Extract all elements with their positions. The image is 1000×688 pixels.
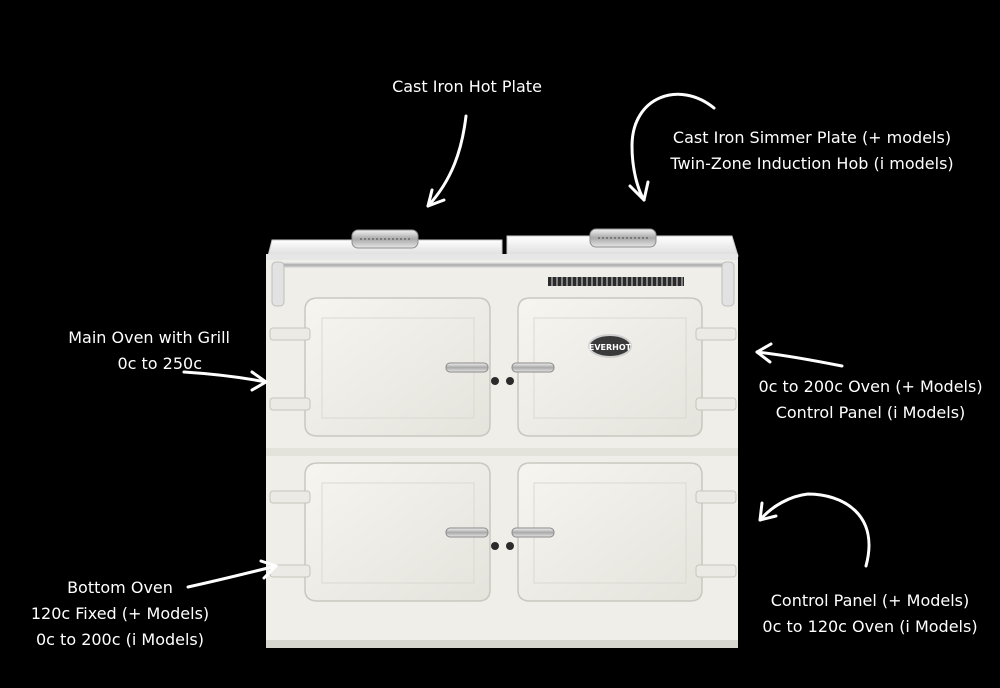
arrow-main-oven-head (250, 370, 268, 392)
oven-door-bottom-right (517, 462, 703, 602)
label-main-oven-line1: Main Oven with Grill (68, 328, 230, 347)
door-hinges (269, 327, 737, 578)
label-control-panel: Control Panel (+ Models) 0c to 120c Oven… (752, 588, 988, 640)
arrow-hot-plate-head (426, 188, 446, 208)
vent-grille (548, 277, 684, 286)
arrow-right-top-oven (755, 350, 844, 368)
label-bottom-oven-line2: 120c Fixed (+ Models) (30, 604, 210, 623)
towel-rail (271, 261, 735, 307)
annotation-arrows (182, 92, 871, 589)
label-main-oven: Main Oven with Grill 0c to 250c (30, 325, 230, 377)
simmerplate-lid-handle (589, 228, 657, 248)
label-right-top-oven-line1: 0c to 200c Oven (+ Models) (758, 377, 983, 396)
arrow-control-panel (758, 492, 871, 568)
oven-door-top-left (304, 297, 491, 437)
label-bottom-oven-line3: 0c to 200c (i Models) (35, 630, 205, 649)
arrow-simmer-plate-head (628, 180, 650, 202)
label-hot-plate: Cast Iron Hot Plate (372, 74, 562, 100)
door-handles (445, 362, 555, 538)
label-simmer-plate: Cast Iron Simmer Plate (+ models) Twin-Z… (652, 125, 972, 177)
door-knobs (491, 377, 514, 550)
arrow-bottom-oven (186, 564, 278, 589)
oven-door-bottom-left (304, 462, 491, 602)
arrow-hot-plate (426, 114, 468, 208)
label-bottom-oven-line1: Bottom Oven (67, 578, 173, 597)
label-control-panel-line2: 0c to 120c Oven (i Models) (762, 617, 978, 636)
label-bottom-oven: Bottom Oven 120c Fixed (+ Models) 0c to … (20, 575, 220, 653)
badge-text: EVERHOT (589, 343, 632, 352)
arrow-right-top-oven-head (755, 342, 773, 364)
everhot-badge: EVERHOT (588, 334, 632, 358)
hotplate-lid-handle (351, 229, 419, 249)
arrow-main-oven (182, 370, 268, 384)
label-main-oven-line2: 0c to 250c (117, 354, 202, 373)
label-right-top-oven-line2: Control Panel (i Models) (775, 403, 966, 422)
top-plates (266, 235, 739, 260)
label-simmer-plate-line1: Cast Iron Simmer Plate (+ models) (672, 128, 952, 147)
oven-door-top-right (517, 297, 703, 437)
label-right-top-oven: 0c to 200c Oven (+ Models) Control Panel… (748, 374, 993, 426)
label-simmer-plate-line2: Twin-Zone Induction Hob (i models) (670, 154, 954, 173)
arrow-simmer-plate (630, 92, 716, 202)
label-control-panel-line1: Control Panel (+ Models) (770, 591, 970, 610)
label-hot-plate-line1: Cast Iron Hot Plate (392, 77, 542, 96)
arrow-control-panel-head (758, 501, 778, 522)
arrow-bottom-oven-head (259, 559, 278, 580)
